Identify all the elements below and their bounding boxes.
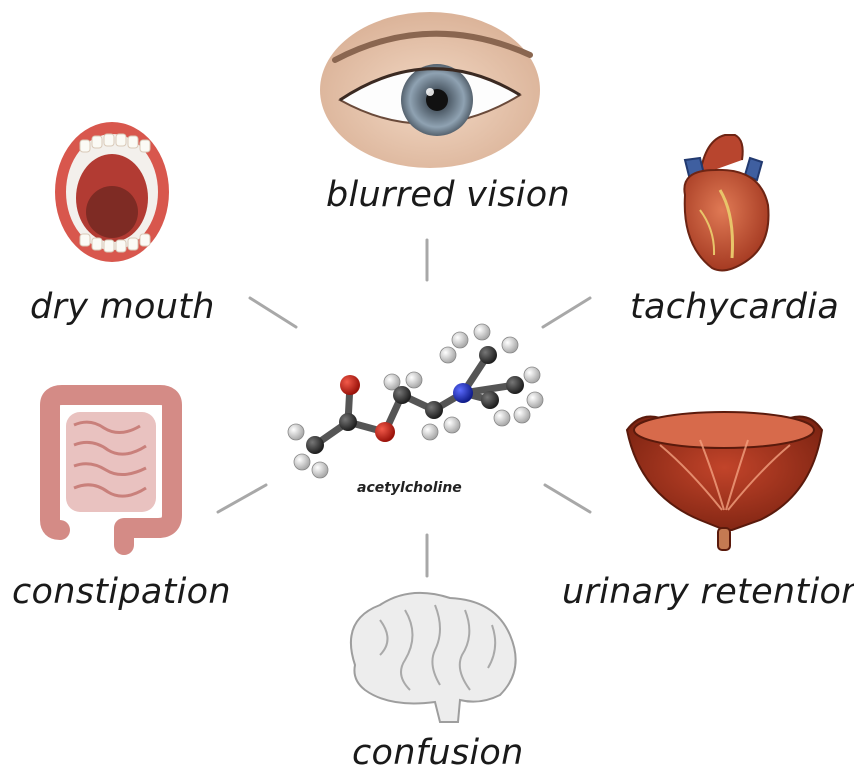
label-blurred-vision: blurred vision — [326, 175, 570, 215]
heart-icon — [684, 135, 768, 270]
label-constipation: constipation — [12, 572, 231, 612]
connector-heart — [543, 298, 590, 327]
label-urinary-retention: urinary retention — [562, 572, 854, 612]
label-tachycardia: tachycardia — [630, 287, 839, 327]
label-confusion: confusion — [352, 733, 524, 773]
label-dry-mouth: dry mouth — [30, 287, 215, 327]
intestine-icon — [50, 395, 172, 545]
label-acetylcholine: acetylcholine — [357, 480, 462, 496]
acetylcholine-molecule — [288, 324, 543, 478]
connector-bowel — [218, 485, 266, 512]
bladder-icon — [627, 412, 822, 550]
eye-icon — [320, 12, 540, 168]
connector-bladder — [545, 485, 590, 512]
connector-mouth — [250, 298, 296, 327]
brain-icon — [351, 593, 516, 722]
mouth-icon — [55, 122, 169, 262]
